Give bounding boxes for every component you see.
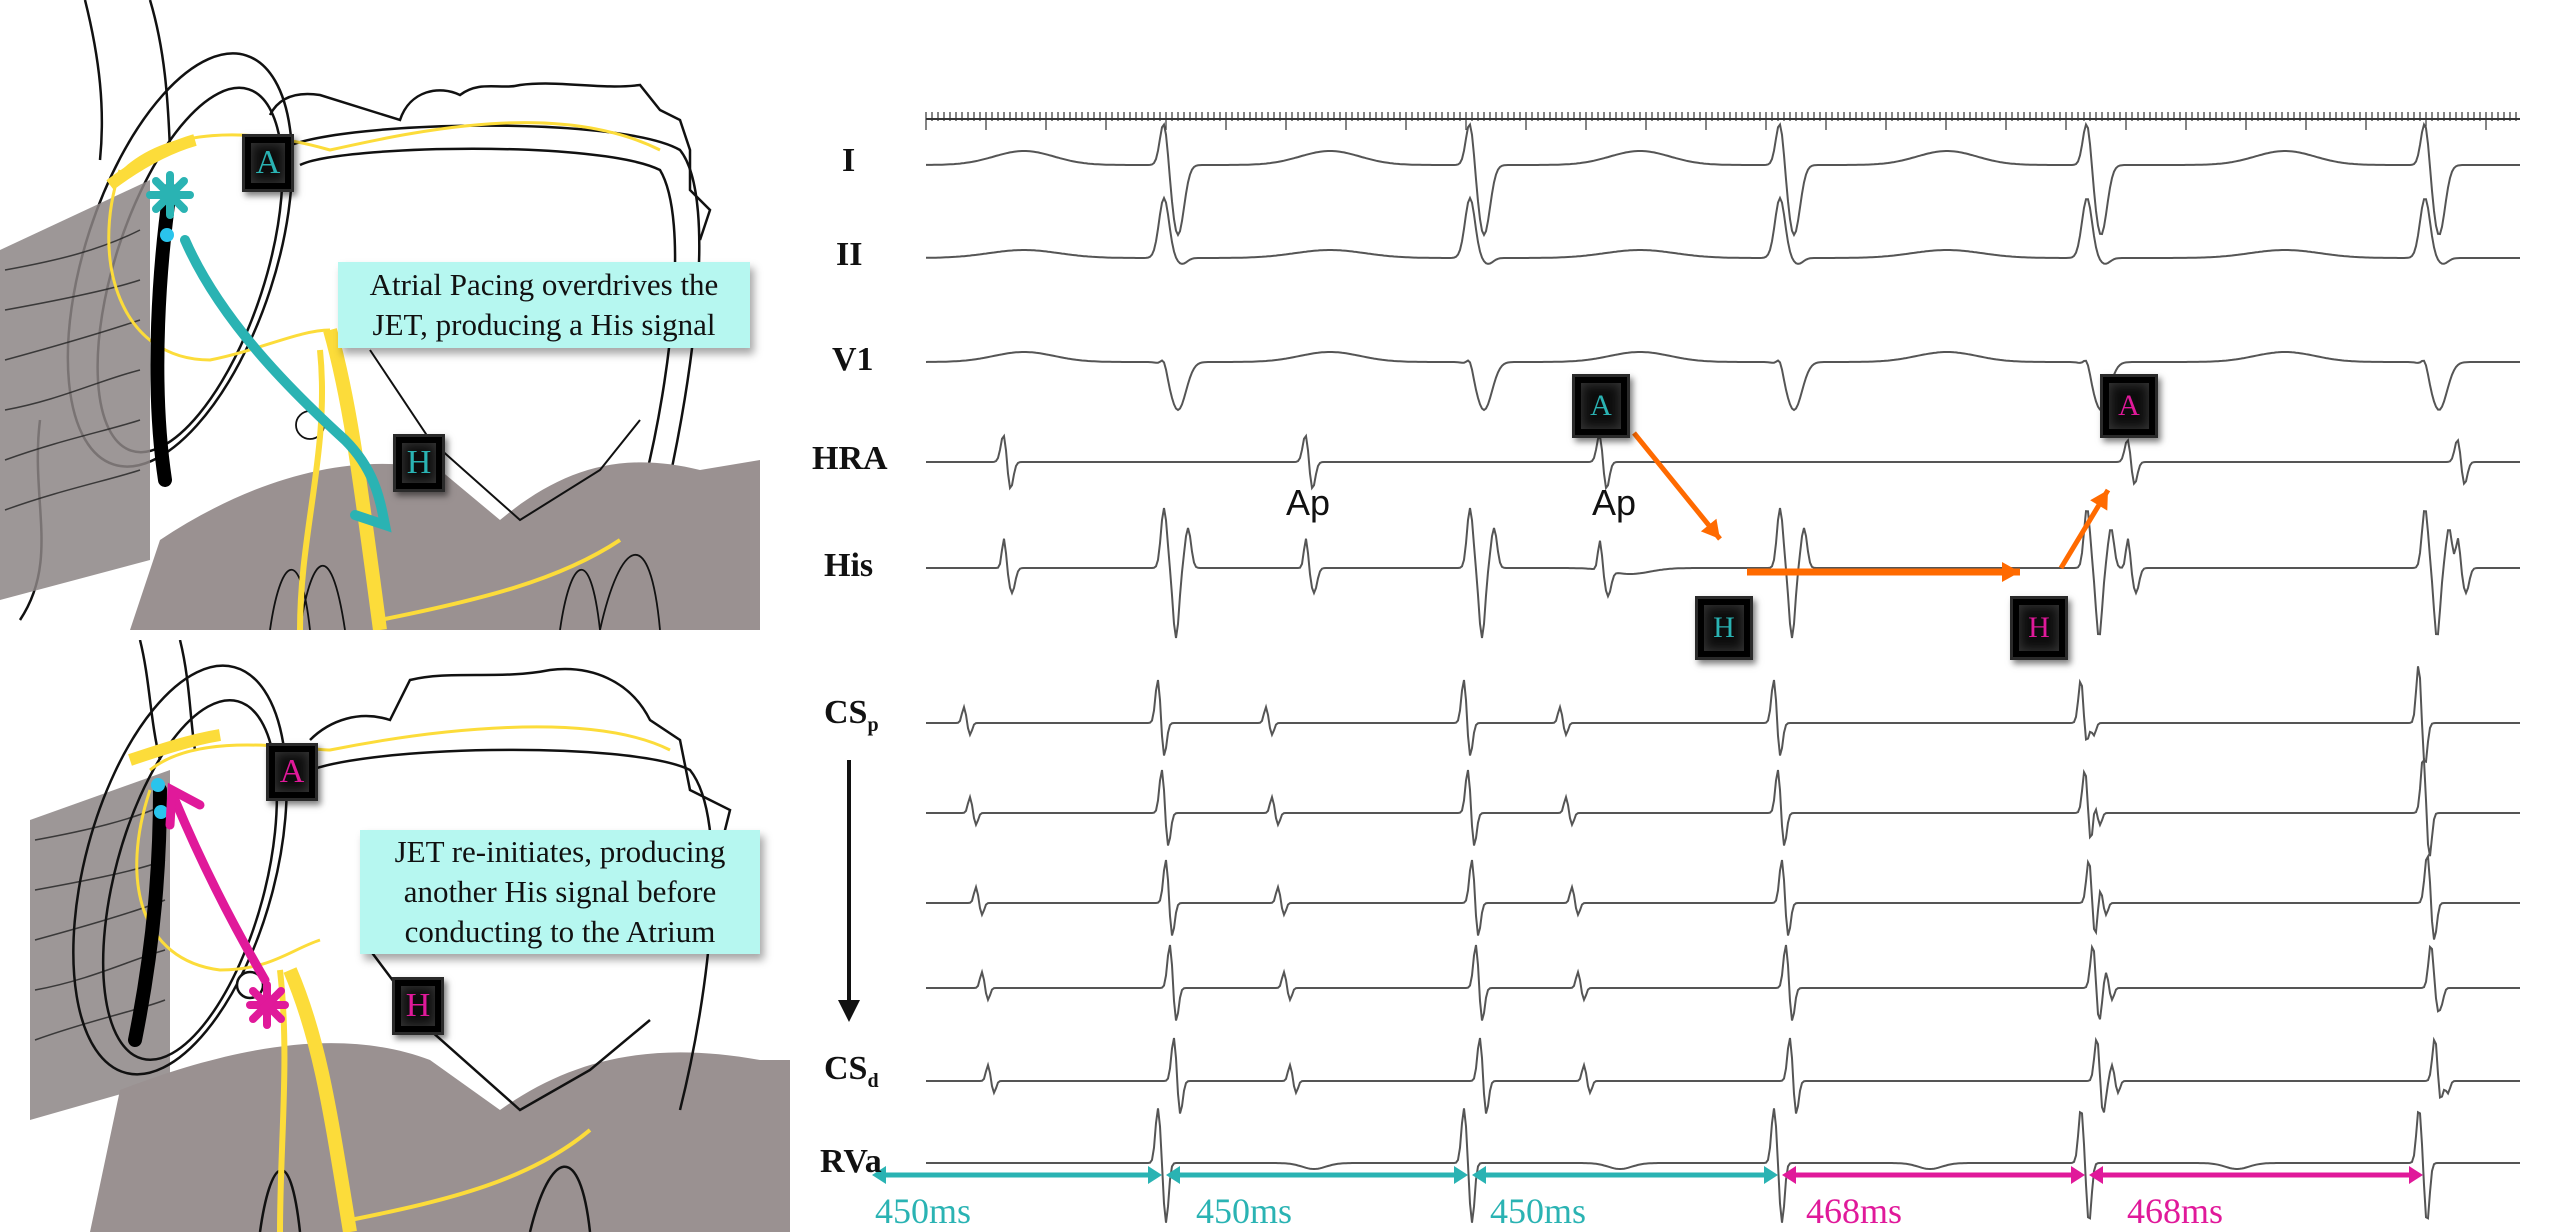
catheter [150, 183, 177, 487]
marker-h-bottom: H [392, 977, 444, 1035]
ventricle-region [130, 460, 760, 630]
ecg-marker-a-magenta: A [2100, 374, 2158, 438]
trace-cs-2 [926, 757, 2520, 857]
marker-label: A [2118, 389, 2140, 422]
arrowhead-down-icon [838, 1000, 860, 1022]
heart-illustration-bottom [30, 640, 790, 1232]
callout-text: JET re-initiates, producing another His … [394, 834, 726, 949]
arrowhead-right-icon [1148, 1166, 1162, 1184]
arrowhead-left-icon [1782, 1166, 1796, 1184]
interval-label: 450ms [874, 1191, 971, 1231]
trace-cs-5 [926, 1036, 2520, 1114]
trace-cs-4 [926, 943, 2520, 1021]
lead-label-csd: CSd [824, 1050, 879, 1093]
lead-label-ii: II [836, 236, 863, 273]
callout-bottom: JET re-initiates, producing another His … [360, 830, 760, 954]
lead-label-v1: V1 [832, 341, 874, 378]
marker-a-top: A [242, 134, 294, 192]
heart-diagram-bottom: A H JET re-initiates, producing another … [30, 640, 790, 1232]
interval-label: 468ms [1805, 1191, 1902, 1231]
marker-label: H [2028, 611, 2050, 644]
lead-label-rva: RVa [820, 1143, 882, 1180]
lead-label-i: I [842, 142, 856, 179]
activation-path-teal [180, 235, 392, 533]
trace-his [926, 507, 2520, 639]
arrow-h-to-h-head [2002, 562, 2020, 582]
pacing-label-ap: Ap [1592, 482, 1637, 523]
trace-hra [926, 433, 2520, 491]
ecg-marker-h-magenta: H [2010, 596, 2068, 660]
jet-origin-star-icon [246, 981, 289, 1029]
arrowhead-icon [165, 782, 205, 830]
lead-label-hra: HRA [812, 440, 888, 477]
marker-a-bottom: A [266, 743, 318, 801]
lead-text: CS [824, 694, 868, 731]
lead-label-his: His [824, 547, 874, 584]
trace-rva [926, 1108, 2520, 1223]
heart-diagram-top: A H Atrial Pacing overdrives the JET, pr… [0, 0, 760, 630]
marker-h-top: H [393, 434, 445, 492]
lead-text: CS [824, 1050, 868, 1087]
marker-label: A [255, 144, 281, 181]
trace-cs-1 [926, 666, 2520, 764]
activation-path-magenta [170, 795, 270, 985]
interval-label: 450ms [1195, 1191, 1292, 1231]
arrowhead-left-icon [1166, 1166, 1180, 1184]
arrow-a-to-h-head [1700, 518, 1720, 539]
trace-lead-v1 [925, 351, 2520, 412]
ecg-tracings: I II V1 HRA His CSp CSd RVa Ap Ap A H H … [780, 0, 2560, 1232]
heart-illustration-top [0, 0, 760, 630]
marker-label: H [405, 987, 431, 1024]
arrow-a-to-h [1632, 431, 1722, 541]
interval-label: 468ms [2126, 1191, 2223, 1231]
interval-label: 450ms [1489, 1191, 1586, 1231]
ecg-marker-h-teal: H [1695, 596, 1753, 660]
muscle-region [0, 180, 150, 600]
arrowhead-left-icon [2089, 1166, 2103, 1184]
arrowhead-left-icon [1472, 1166, 1486, 1184]
pacing-label-ap: Ap [1286, 482, 1331, 523]
arrowhead-right-icon [1454, 1166, 1468, 1184]
ecg-marker-a-teal: A [1572, 374, 1630, 438]
arrowhead-right-icon [1764, 1166, 1778, 1184]
trace-lead-i [926, 121, 2520, 238]
ecg-svg [838, 112, 2520, 1223]
lead-subscript: p [867, 713, 879, 736]
arrowhead-left-icon [872, 1166, 886, 1184]
marker-label: H [1713, 611, 1735, 644]
trace-cs-3 [926, 853, 2520, 940]
marker-label: A [1590, 389, 1612, 422]
callout-top: Atrial Pacing overdrives the JET, produc… [338, 262, 750, 348]
pacing-star-icon [146, 171, 194, 219]
marker-label: H [406, 444, 432, 481]
arrowhead-right-icon [2409, 1166, 2423, 1184]
arrowhead-right-icon [2071, 1166, 2085, 1184]
lead-label-csp: CSp [824, 694, 879, 737]
arrow-h-to-a-head [2090, 490, 2108, 511]
trace-lead-ii [926, 195, 2520, 265]
callout-text: Atrial Pacing overdrives the JET, produc… [369, 267, 719, 342]
lead-subscript: d [867, 1069, 879, 1092]
marker-label: A [279, 753, 305, 790]
